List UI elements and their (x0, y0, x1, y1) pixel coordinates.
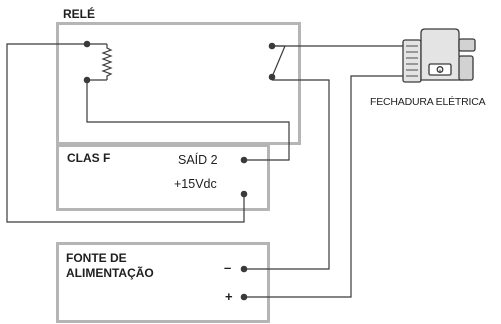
relay-coil-terminal-bottom (83, 76, 91, 84)
electric-lock-icon (402, 28, 476, 83)
wire-coil-to-15vdc (6, 43, 245, 223)
output-2-label: SAÍD 2 (178, 153, 218, 167)
relay-title: RELÉ (63, 7, 96, 21)
power-supply-title: FONTE DE ALIMENTAÇÃO (66, 251, 154, 281)
lock-label: FECHADURA ELÉTRICA (370, 96, 486, 108)
15vdc-terminal (240, 190, 248, 198)
output-2-terminal (240, 156, 248, 164)
relay-coil (101, 44, 113, 80)
plus-label: + (225, 289, 233, 304)
relay-coil-terminal-top (83, 40, 91, 48)
wire-coil-to-output-2 (86, 80, 290, 161)
minus-label: – (224, 260, 232, 275)
plus-terminal (240, 293, 248, 301)
relay-contact-terminal (268, 73, 276, 81)
relay-switch-blade (271, 45, 286, 78)
clas-f-box (56, 144, 270, 211)
minus-terminal (240, 265, 248, 273)
clas-f-title: CLAS F (67, 151, 111, 165)
wire-contact-to-minus (244, 79, 330, 270)
wire-plus-to-lock (244, 75, 403, 298)
power-supply-box (56, 242, 270, 323)
relay-common-terminal (268, 42, 276, 50)
voltage-label: +15Vdc (174, 177, 217, 191)
relay-box (56, 22, 301, 145)
